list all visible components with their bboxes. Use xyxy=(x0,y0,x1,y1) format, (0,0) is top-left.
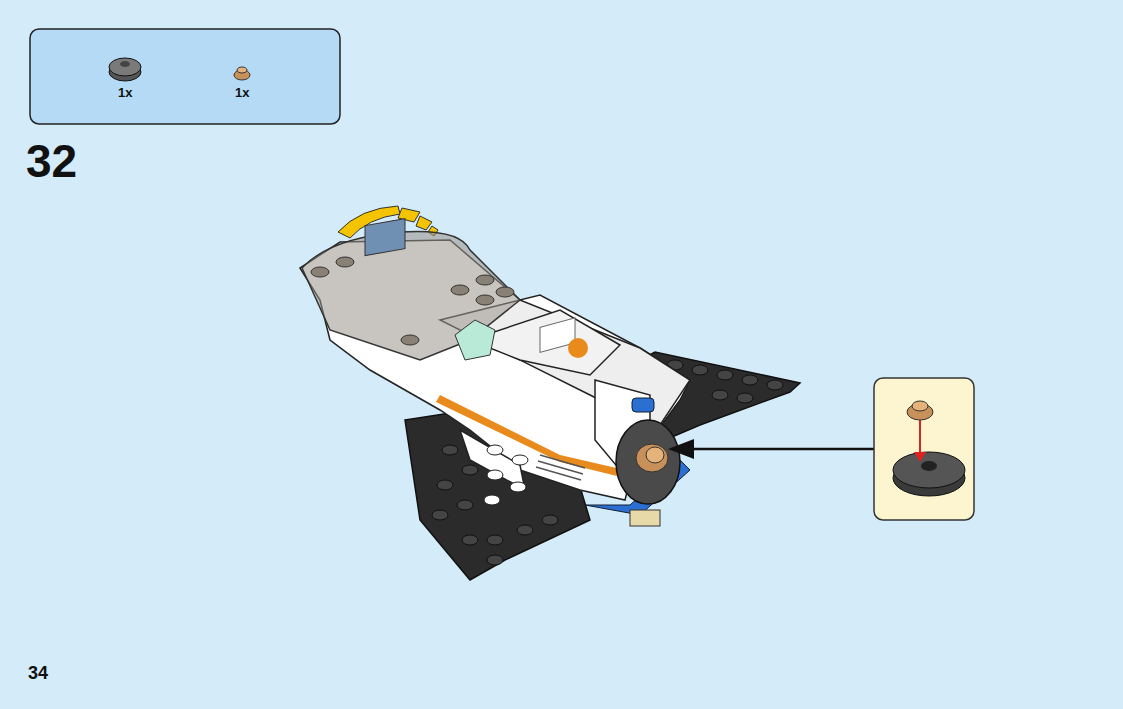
quantity-label: 1x xyxy=(118,85,132,100)
step-number: 32 xyxy=(26,134,77,188)
parts-panel xyxy=(30,29,340,124)
parts-box: 1x 1x xyxy=(30,29,340,124)
page-number: 34 xyxy=(28,663,48,684)
canopy xyxy=(302,231,520,360)
quantity-label: 1x xyxy=(235,85,249,100)
